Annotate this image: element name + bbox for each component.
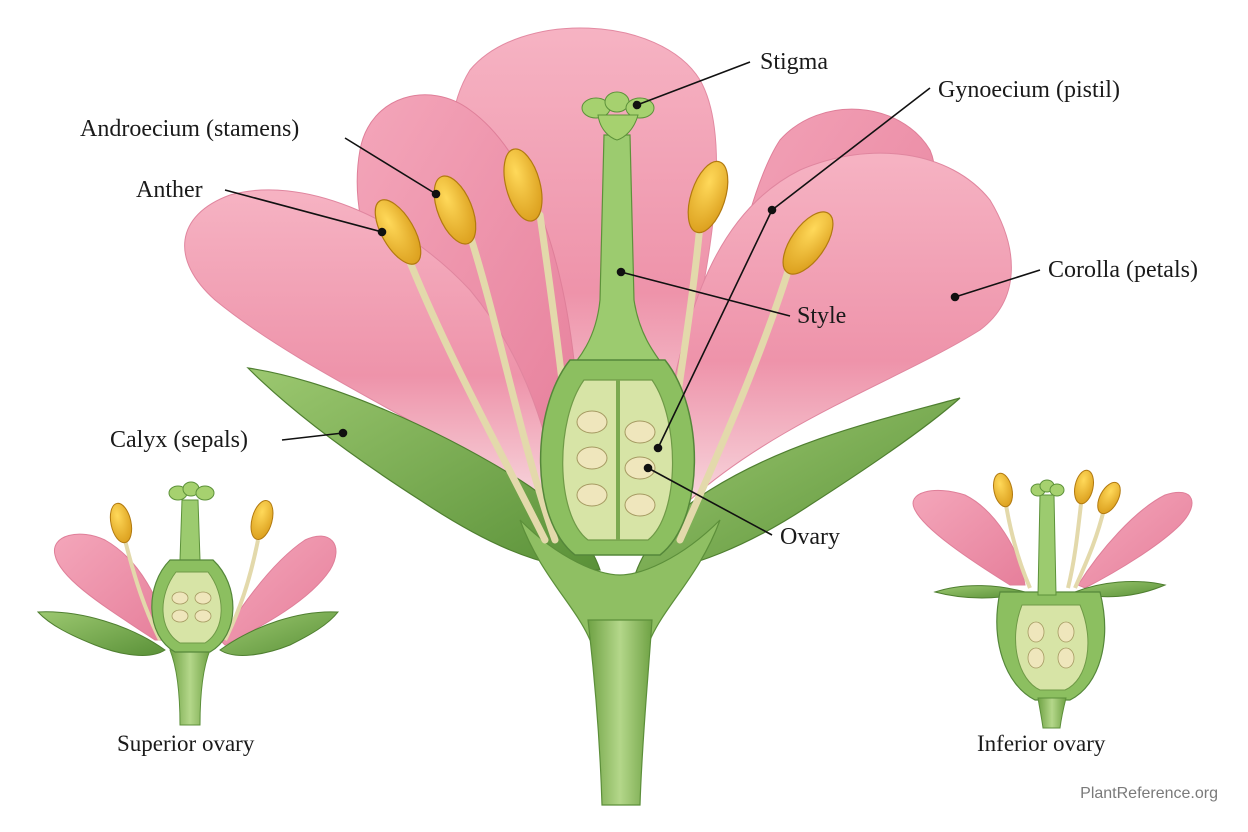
sup-sepal-right <box>219 611 339 656</box>
petal-left <box>184 189 561 501</box>
ovule <box>624 493 656 517</box>
inferior-ovary-flower <box>912 469 1193 729</box>
sepal-left <box>246 367 601 571</box>
sup-stem <box>169 649 211 726</box>
anther-4 <box>687 160 729 234</box>
label-style: Style <box>797 303 847 329</box>
caption-inferior-ovary: Inferior ovary <box>977 731 1106 756</box>
label-anther: Anther <box>136 177 203 203</box>
inf-ovule <box>1027 647 1045 669</box>
ovules <box>576 410 656 517</box>
ovule <box>624 420 656 444</box>
sup-filaments <box>123 539 260 641</box>
inf-ovule <box>1057 647 1075 669</box>
inf-stigma <box>1030 479 1065 497</box>
stigma-neck <box>597 114 639 141</box>
filament-2 <box>466 231 559 544</box>
ovule <box>576 483 608 507</box>
inf-stem <box>1037 697 1067 729</box>
inf-petal-right <box>1077 491 1193 589</box>
receptacle <box>519 519 721 641</box>
leader-dot-calyx <box>338 428 348 438</box>
leader-calyx <box>281 432 344 441</box>
main-flower <box>184 27 1012 806</box>
inf-ovule <box>1057 621 1075 643</box>
inf-ovary-cavity <box>1015 604 1089 691</box>
label-stigma: Stigma <box>760 49 829 75</box>
ovule <box>576 446 608 470</box>
sup-petal-right <box>219 535 337 646</box>
sup-sepal-left <box>36 611 166 656</box>
stigma-lobe <box>604 91 630 113</box>
sup-anther <box>109 502 133 544</box>
leader-gynoecium-2 <box>657 209 773 449</box>
inf-filament <box>1004 504 1032 589</box>
anthers <box>374 148 834 275</box>
leader-dot-corolla <box>950 292 960 302</box>
filament-5 <box>676 261 794 544</box>
inf-filaments <box>1004 494 1107 589</box>
inf-anther <box>1097 481 1121 515</box>
inf-ovules <box>1027 621 1075 669</box>
anther-5 <box>782 211 834 275</box>
inf-anther <box>1074 469 1094 505</box>
sup-ovule <box>194 591 212 605</box>
ovule <box>624 456 656 480</box>
leader-style <box>620 271 791 317</box>
sup-ovary-cavity <box>162 571 222 644</box>
stem <box>587 619 653 806</box>
sup-ovule <box>194 609 212 623</box>
inf-anther <box>993 472 1013 508</box>
leader-stigma <box>636 61 751 106</box>
leader-dot-style <box>616 267 626 277</box>
sup-ovules <box>171 591 212 623</box>
leader-dot-gynoecium <box>767 205 777 215</box>
superior-ovary-flower <box>36 481 339 726</box>
label-androecium: Androecium (stamens) <box>80 116 300 142</box>
sup-anther <box>250 500 274 540</box>
leader-dot-androecium <box>431 189 441 199</box>
leader-dot-stigma <box>632 100 642 110</box>
inf-stigma-lobe <box>1049 483 1065 497</box>
inf-ovule <box>1027 621 1045 643</box>
leader-dot-ovary <box>643 463 653 473</box>
sup-ovule <box>171 609 189 623</box>
sup-stigma-lobe <box>195 485 215 501</box>
label-calyx: Calyx (sepals) <box>110 427 248 453</box>
leader-anther <box>224 189 383 233</box>
leader-dot-gynoecium-2 <box>653 443 663 453</box>
caption-superior-ovary: Superior ovary <box>117 731 255 756</box>
inf-filament <box>1066 494 1084 589</box>
inf-filament <box>1073 504 1107 589</box>
site-credit: PlantReference.org <box>1080 785 1218 802</box>
filament-1 <box>406 258 549 544</box>
sup-filament <box>123 539 162 641</box>
leader-ovary <box>647 467 773 536</box>
anther-3 <box>503 148 543 222</box>
anther-2 <box>433 175 477 245</box>
sup-ovule <box>171 591 189 605</box>
petal-right <box>669 152 1012 501</box>
inf-style <box>1037 494 1057 596</box>
ovule <box>576 410 608 434</box>
label-corolla: Corolla (petals) <box>1048 257 1198 283</box>
sup-stigma <box>168 481 215 501</box>
stigma <box>581 91 655 141</box>
leader-lines <box>224 61 1041 536</box>
label-ovary: Ovary <box>780 524 840 550</box>
leader-androecium <box>344 137 437 195</box>
leader-gynoecium <box>771 87 931 211</box>
leader-corolla <box>954 269 1041 298</box>
inf-petal-left <box>912 489 1026 586</box>
leader-dot-anther <box>377 227 387 237</box>
sup-style <box>179 499 201 561</box>
anther-1 <box>374 199 422 265</box>
sup-filament <box>223 539 260 641</box>
label-gynoecium: Gynoecium (pistil) <box>938 77 1120 103</box>
